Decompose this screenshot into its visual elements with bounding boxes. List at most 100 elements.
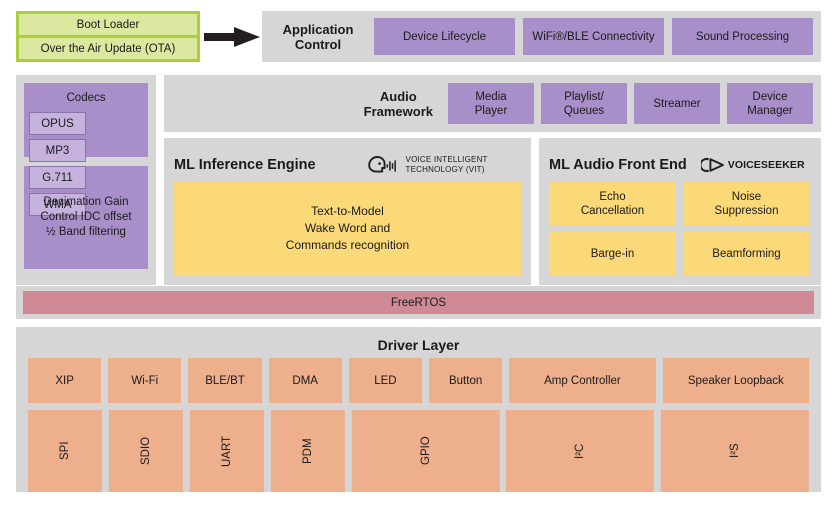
driver-dma-box[interactable]: DMA	[268, 358, 342, 403]
codecs-title: Codecs	[29, 88, 143, 108]
driver-ble-bt-box[interactable]: BLE/BT	[188, 358, 262, 403]
codec-opus-box[interactable]: OPUS	[29, 112, 86, 135]
text-to-model-line2: Wake Word and	[304, 221, 391, 235]
driver-pdm-label: PDM	[301, 438, 314, 464]
audio-framework-title-line2: Framework	[363, 103, 433, 119]
voiceseeker-logo: VOICESEEKER	[700, 157, 805, 173]
driver-i2c-label: I²C	[574, 443, 587, 459]
ml-inference-header: ML Inference Engine VOICE INTELLIGENT TE…	[174, 148, 521, 182]
wifi-ble-connectivity-label: WiFi®/BLE Connectivity	[532, 30, 655, 43]
beamforming-box[interactable]: Beamforming	[683, 232, 810, 275]
vit-logo: VOICE INTELLIGENT TECHNOLOGY (VIT)	[366, 155, 488, 175]
driver-layer-title: Driver Layer	[377, 337, 460, 353]
driver-i2c-box[interactable]: I²C	[506, 410, 655, 492]
driver-i2s-box[interactable]: I²S	[661, 410, 810, 492]
driver-uart-box[interactable]: UART	[189, 410, 264, 492]
barge-in-label: Barge-in	[590, 247, 635, 260]
media-player-box[interactable]: Media Player	[448, 83, 534, 124]
driver-gpio-label: GPIO	[419, 436, 432, 466]
driver-speaker-loopback-box[interactable]: Speaker Loopback	[662, 358, 810, 403]
driver-led-box[interactable]: LED	[348, 358, 423, 403]
device-manager-line2: Manager	[747, 104, 793, 117]
ml-inference-engine-panel: ML Inference Engine VOICE INTELLIGENT TE…	[164, 138, 531, 285]
driver-xip-box[interactable]: XIP	[28, 358, 102, 403]
decimation-line3: ½ Band filtering	[46, 226, 126, 238]
noise-suppression-line2: Suppression	[714, 204, 779, 217]
audio-framework-title-line1: Audio	[379, 88, 417, 104]
voiceseeker-logo-text: VOICESEEKER	[727, 159, 805, 171]
driver-wifi-label: Wi-Fi	[131, 374, 159, 387]
device-manager-box[interactable]: Device Manager	[727, 83, 813, 124]
vit-head-icon	[367, 156, 396, 173]
freertos-box[interactable]: FreeRTOS	[23, 291, 814, 314]
driver-layer-panel: Driver Layer XIP Wi-Fi BLE/BT DMA LED Bu…	[16, 327, 821, 492]
boot-loader-group: Boot Loader Over the Air Update (OTA)	[16, 11, 200, 62]
device-lifecycle-label: Device Lifecycle	[402, 30, 487, 43]
driver-layer-bottom-row: SPI SDIO UART PDM GPIO I²C I²S	[28, 410, 810, 492]
streamer-box[interactable]: Streamer	[634, 83, 720, 124]
noise-suppression-box[interactable]: Noise Suppression	[683, 182, 810, 225]
text-to-model-line3: Commands recognition	[285, 238, 410, 252]
ota-update-label: Over the Air Update (OTA)	[40, 42, 176, 55]
application-control-title-line2: Control	[294, 36, 342, 52]
playlist-queues-box[interactable]: Playlist/ Queues	[541, 83, 627, 124]
codec-mp3-label: MP3	[45, 144, 70, 157]
ota-update-box[interactable]: Over the Air Update (OTA)	[19, 38, 197, 59]
boot-loader-box[interactable]: Boot Loader	[19, 14, 197, 35]
text-to-model-box[interactable]: Text-to-Model Wake Word and Commands rec…	[174, 182, 521, 275]
driver-spi-label: SPI	[58, 441, 71, 461]
driver-button-label: Button	[448, 374, 483, 387]
echo-cancellation-line1: Echo	[599, 190, 626, 203]
playlist-queues-line1: Playlist/	[564, 90, 604, 103]
codec-g711-box[interactable]: G.711	[29, 166, 86, 189]
sound-processing-label: Sound Processing	[695, 30, 790, 43]
echo-cancellation-box[interactable]: Echo Cancellation	[549, 182, 676, 225]
driver-led-label: LED	[374, 374, 397, 387]
codec-mp3-box[interactable]: MP3	[29, 139, 86, 162]
driver-gpio-box[interactable]: GPIO	[351, 410, 500, 492]
driver-sdio-box[interactable]: SDIO	[108, 410, 183, 492]
audio-framework-panel: Audio Framework Media Player Playlist/ Q…	[164, 75, 821, 132]
codecs-title-label: Codecs	[66, 92, 106, 104]
wifi-ble-connectivity-box[interactable]: WiFi®/BLE Connectivity	[523, 18, 664, 55]
driver-button-box[interactable]: Button	[429, 358, 503, 403]
driver-wifi-box[interactable]: Wi-Fi	[108, 358, 182, 403]
driver-dma-label: DMA	[292, 374, 318, 387]
ml-audio-front-end-panel: ML Audio Front End VOICESEEKER Echo Canc…	[539, 138, 821, 285]
driver-uart-label: UART	[220, 435, 233, 467]
codec-wma-label: WMA	[43, 198, 72, 211]
streamer-label: Streamer	[653, 97, 701, 110]
codec-wma-box[interactable]: WMA	[29, 193, 86, 216]
audio-framework-title: Audio Framework	[364, 89, 433, 119]
boot-loader-label: Boot Loader	[76, 18, 140, 31]
playlist-queues-line2: Queues	[563, 104, 605, 117]
driver-sdio-label: SDIO	[139, 436, 152, 466]
media-player-line2: Player	[474, 104, 508, 117]
application-control-title: Application Control	[270, 22, 366, 52]
driver-i2s-label: I²S	[729, 443, 742, 459]
text-to-model-line1: Text-to-Model	[311, 204, 384, 218]
vit-logo-line2: TECHNOLOGY (VIT)	[405, 165, 485, 174]
noise-suppression-line1: Noise	[731, 190, 762, 203]
barge-in-box[interactable]: Barge-in	[549, 232, 676, 275]
vit-logo-text: VOICE INTELLIGENT TECHNOLOGY (VIT)	[406, 155, 488, 175]
application-control-title-line1: Application	[282, 21, 354, 37]
driver-layer-top-row: XIP Wi-Fi BLE/BT DMA LED Button Amp Cont…	[28, 358, 810, 403]
echo-cancellation-line2: Cancellation	[580, 204, 645, 217]
driver-pdm-box[interactable]: PDM	[270, 410, 345, 492]
driver-amp-controller-box[interactable]: Amp Controller	[509, 358, 656, 403]
driver-speaker-loopback-label: Speaker Loopback	[687, 374, 784, 387]
device-manager-line1: Device	[752, 90, 788, 103]
decimation-line1: Decimation Gain	[43, 196, 129, 208]
driver-amp-controller-label: Amp Controller	[544, 374, 621, 387]
ml-front-end-header: ML Audio Front End VOICESEEKER	[549, 148, 811, 182]
sound-processing-box[interactable]: Sound Processing	[672, 18, 813, 55]
driver-ble-bt-label: BLE/BT	[205, 374, 245, 387]
ml-front-end-grid: Echo Cancellation Noise Suppression Barg…	[549, 182, 811, 275]
ml-inference-title: ML Inference Engine	[174, 157, 316, 173]
codecs-panel: Codecs OPUS MP3 G.711 WMA Decimation Gai…	[16, 75, 156, 285]
device-lifecycle-box[interactable]: Device Lifecycle	[374, 18, 515, 55]
driver-spi-box[interactable]: SPI	[28, 410, 102, 492]
ml-front-end-title: ML Audio Front End	[549, 157, 687, 173]
